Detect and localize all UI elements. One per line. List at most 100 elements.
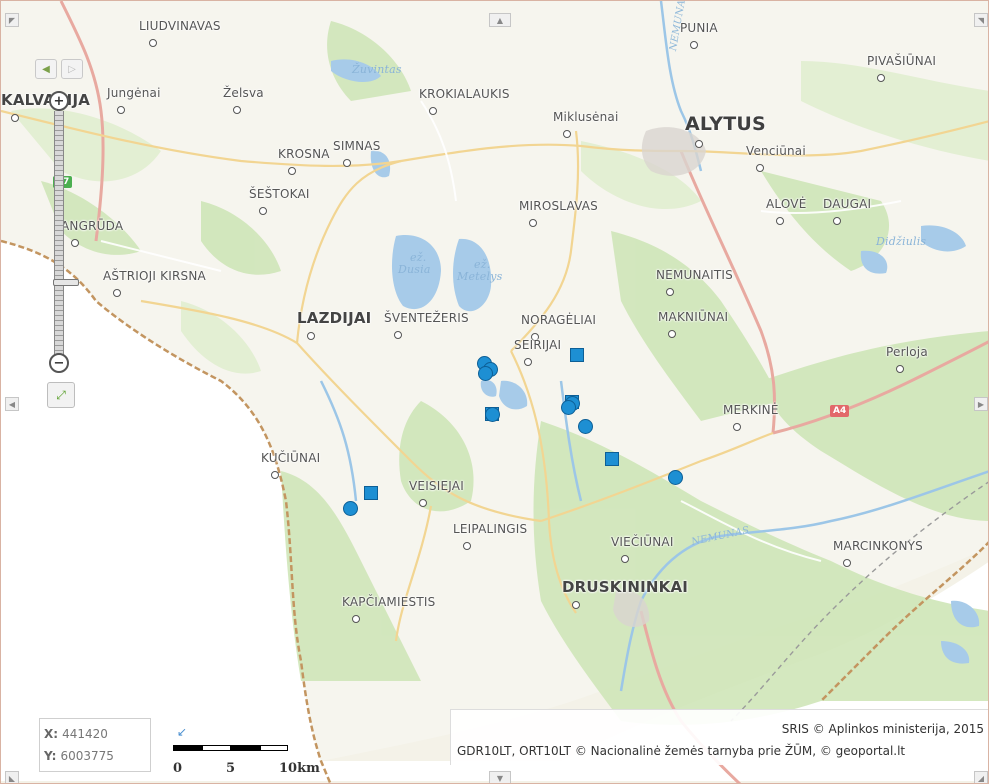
observation-circle-marker[interactable] bbox=[560, 399, 576, 415]
x-coordinate-value: 441420 bbox=[62, 727, 108, 741]
settlement-dot bbox=[429, 107, 437, 115]
settlement-dot bbox=[149, 39, 157, 47]
settlement-dot bbox=[572, 601, 580, 609]
observation-square-marker[interactable] bbox=[364, 486, 378, 500]
place-label-krokialaukis: KROKIALAUKIS bbox=[419, 87, 510, 101]
settlement-dot bbox=[563, 130, 571, 138]
settlement-dot bbox=[877, 74, 885, 82]
scalebar-label-5: 5 bbox=[226, 761, 236, 776]
observation-square-marker[interactable] bbox=[605, 452, 619, 466]
place-label-mikluse-nai: Miklusėnai bbox=[553, 110, 619, 124]
place-label-kalvarija: KALVARIJA bbox=[1, 91, 91, 109]
attribution: SRIS © Aplinkos ministerija, 2015 GDR10L… bbox=[450, 709, 988, 765]
place-label-pivas-iu-nai: PIVAŠIŪNAI bbox=[867, 54, 937, 68]
settlement-dot bbox=[695, 140, 703, 148]
settlement-dot bbox=[529, 219, 537, 227]
scalebar-label-0: 0 bbox=[173, 761, 183, 776]
settlement-dot bbox=[352, 615, 360, 623]
settlement-dot bbox=[833, 217, 841, 225]
settlement-dot bbox=[343, 159, 351, 167]
settlement-dot bbox=[668, 330, 676, 338]
place-label-norage-liai: NORAGĖLIAI bbox=[521, 313, 597, 327]
place-label-seirijai: SEIRIJAI bbox=[514, 338, 562, 352]
place-label-makniu-nai: MAKNIŪNAI bbox=[658, 310, 729, 324]
zoom-out-button[interactable]: − bbox=[49, 353, 69, 373]
settlement-dot bbox=[113, 289, 121, 297]
place-label-s-es-tokai: ŠEŠTOKAI bbox=[249, 187, 310, 201]
place-label-junge-nai: Jungėnai bbox=[107, 86, 161, 100]
zoom-track[interactable] bbox=[53, 111, 79, 356]
settlement-dot bbox=[524, 358, 532, 366]
place-label-merkine: MERKINĖ bbox=[723, 403, 779, 417]
coordinate-readout: X:441420 Y:6003775 bbox=[39, 718, 151, 772]
y-coordinate-label: Y: bbox=[44, 749, 57, 763]
pan-north-arrow[interactable]: ▲ bbox=[489, 13, 511, 27]
pan-east-arrow[interactable]: ▶ bbox=[974, 397, 988, 411]
place-label-viec-iu-nai: VIEČIŪNAI bbox=[611, 535, 674, 549]
pan-northeast-arrow[interactable]: ◥ bbox=[974, 13, 988, 27]
observation-circle-marker[interactable] bbox=[667, 469, 683, 485]
water-label-metelys: Metelys bbox=[457, 270, 503, 283]
pan-southeast-arrow[interactable]: ◢ bbox=[974, 771, 988, 783]
scalebar-label-10km: 10km bbox=[279, 761, 320, 776]
settlement-dot bbox=[776, 217, 784, 225]
settlement-dot bbox=[756, 164, 764, 172]
place-label-alytus: ALYTUS bbox=[685, 113, 766, 135]
place-label-s-ventez-eris: ŠVENTEŽERIS bbox=[384, 311, 469, 325]
road-number-badge: A4 bbox=[830, 405, 850, 417]
zoom-handle[interactable] bbox=[53, 279, 79, 286]
settlement-dot bbox=[259, 207, 267, 215]
pan-right-button[interactable]: ▷ bbox=[61, 59, 83, 79]
settlement-dot bbox=[233, 106, 241, 114]
observation-circle-marker[interactable] bbox=[577, 418, 593, 434]
zoom-slider[interactable]: + − bbox=[48, 91, 79, 376]
place-label-lazdijai: LAZDIJAI bbox=[297, 309, 372, 327]
x-coordinate-label: X: bbox=[44, 727, 59, 741]
place-label-krosna: KROSNA bbox=[278, 147, 330, 161]
settlement-dot bbox=[71, 239, 79, 247]
observation-circle-marker[interactable] bbox=[342, 500, 358, 516]
settlement-dot bbox=[117, 106, 125, 114]
observation-circle-marker[interactable] bbox=[484, 406, 500, 422]
place-label-venciu-nai: Venciūnai bbox=[746, 144, 806, 158]
water-label-z-uvintas: Žuvintas bbox=[352, 63, 402, 76]
place-label-liudvinavas: LIUDVINAVAS bbox=[139, 19, 221, 33]
observation-square-marker[interactable] bbox=[570, 348, 584, 362]
settlement-dot bbox=[690, 41, 698, 49]
pan-left-button[interactable]: ◀ bbox=[35, 59, 57, 79]
place-label-angru-da: ANGRŪDA bbox=[61, 219, 124, 233]
place-label-kuc-iu-nai: KUČIŪNAI bbox=[261, 451, 321, 465]
settlement-dot bbox=[11, 114, 19, 122]
place-label-punia: PUNIA bbox=[680, 21, 718, 35]
settlement-dot bbox=[288, 167, 296, 175]
place-label-marcinkonys: MARCINKONYS bbox=[833, 539, 923, 553]
settlement-dot bbox=[843, 559, 851, 567]
settlement-dot bbox=[621, 555, 629, 563]
pan-northwest-arrow[interactable]: ◤ bbox=[5, 13, 19, 27]
place-label-druskininkai: DRUSKININKAI bbox=[562, 578, 689, 596]
fullscreen-icon: ⤢ bbox=[56, 387, 66, 402]
pan-west-arrow[interactable]: ◀ bbox=[5, 397, 19, 411]
settlement-dot bbox=[896, 365, 904, 373]
water-label-ez: ež. bbox=[474, 258, 491, 271]
pan-south-arrow[interactable]: ▼ bbox=[489, 771, 511, 783]
place-label-z-elsva: Želsva bbox=[223, 86, 264, 100]
fullscreen-button[interactable]: ⤢ bbox=[47, 382, 75, 408]
pan-southwest-arrow[interactable]: ◣ bbox=[5, 771, 19, 783]
place-label-leipalingis: LEIPALINGIS bbox=[453, 522, 528, 536]
place-label-nemunaitis: NEMUNAITIS bbox=[656, 268, 733, 282]
place-label-alove: ALOVĖ bbox=[766, 197, 807, 211]
water-label-ez: ež. bbox=[410, 251, 427, 264]
settlement-dot bbox=[394, 331, 402, 339]
zoom-in-button[interactable]: + bbox=[49, 91, 69, 111]
y-coordinate-value: 6003775 bbox=[60, 749, 114, 763]
observation-circle-marker[interactable] bbox=[477, 365, 493, 381]
water-label-dusia: Dusia bbox=[398, 263, 431, 276]
place-label-veisiejai: VEISIEJAI bbox=[409, 479, 464, 493]
water-label-didz-iulis: Didžiulis bbox=[876, 235, 927, 248]
attribution-line-1: SRIS © Aplinkos ministerija, 2015 bbox=[781, 722, 984, 736]
settlement-dot bbox=[307, 332, 315, 340]
settlement-dot bbox=[463, 542, 471, 550]
